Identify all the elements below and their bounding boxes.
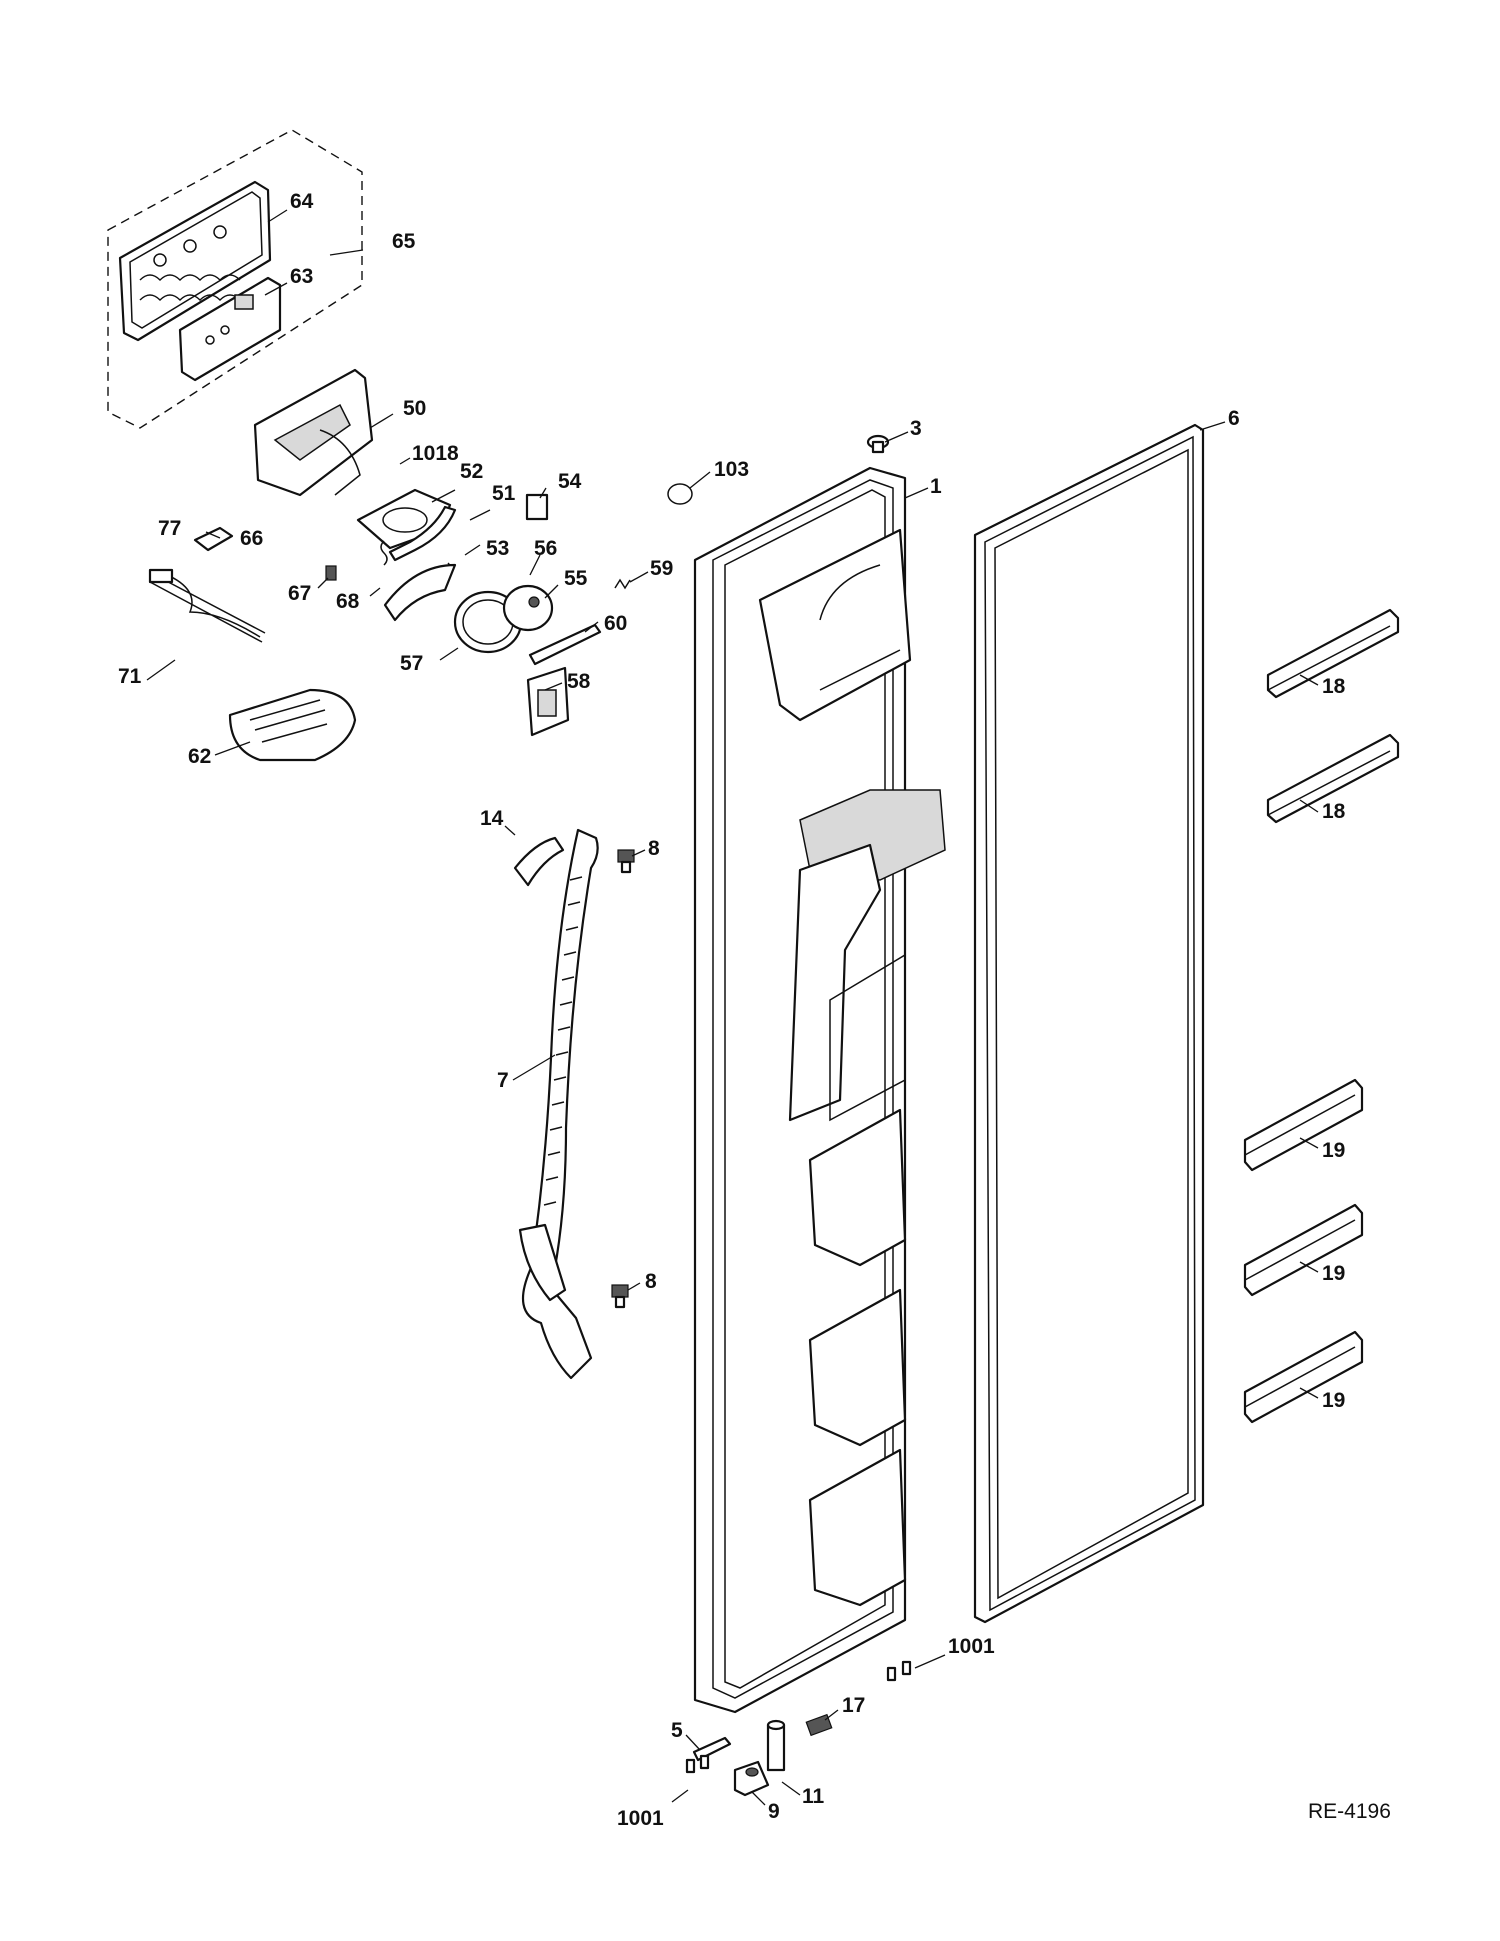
hinge-block-9 bbox=[733, 1760, 770, 1797]
callout-50: 50 bbox=[403, 397, 426, 420]
callout-6: 6 bbox=[1228, 407, 1240, 430]
callout-66: 66 bbox=[240, 527, 263, 550]
hinge-plate-5 bbox=[692, 1736, 732, 1762]
dispenser-control-assembly bbox=[107, 129, 363, 429]
handle-end-cap-14 bbox=[513, 836, 565, 887]
small-switch-66 bbox=[193, 526, 234, 552]
rail-19-c bbox=[1243, 1330, 1364, 1424]
callout-19-c: 19 bbox=[1322, 1389, 1345, 1412]
dispenser-recess bbox=[253, 368, 374, 497]
callout-59: 59 bbox=[650, 557, 673, 580]
callout-60: 60 bbox=[604, 612, 627, 635]
callout-55: 55 bbox=[564, 567, 588, 590]
handle-end-cap-lower bbox=[518, 1223, 567, 1302]
callout-64: 64 bbox=[290, 190, 314, 213]
screws-1001-right bbox=[886, 1660, 912, 1682]
callout-7: 7 bbox=[497, 1069, 509, 1092]
actuator-arm bbox=[388, 505, 457, 562]
callout-67: 67 bbox=[288, 582, 311, 605]
callout-65: 65 bbox=[392, 230, 416, 253]
callout-1001-right: 1001 bbox=[948, 1635, 995, 1658]
callout-58: 58 bbox=[567, 670, 591, 693]
wire-harness-71 bbox=[148, 568, 266, 643]
screw-8-upper bbox=[617, 849, 635, 874]
callout-9: 9 bbox=[768, 1800, 780, 1823]
callout-54: 54 bbox=[558, 470, 582, 493]
callout-1001-left: 1001 bbox=[617, 1807, 664, 1830]
callout-56: 56 bbox=[534, 537, 557, 560]
callout-8-upper: 8 bbox=[648, 837, 660, 860]
chute-door-flap bbox=[383, 563, 457, 622]
screw-8-lower bbox=[611, 1284, 629, 1309]
callout-63: 63 bbox=[290, 265, 313, 288]
callout-77: 77 bbox=[158, 517, 181, 540]
callout-8-lower: 8 bbox=[645, 1270, 657, 1293]
callout-5: 5 bbox=[671, 1719, 683, 1742]
callout-51: 51 bbox=[492, 482, 516, 505]
callout-103: 103 bbox=[714, 458, 749, 481]
callout-3: 3 bbox=[910, 417, 922, 440]
door-gasket bbox=[973, 423, 1205, 1624]
spring-59 bbox=[614, 578, 631, 590]
callout-68: 68 bbox=[336, 590, 360, 613]
handle-7 bbox=[521, 828, 599, 1380]
callout-62: 62 bbox=[188, 745, 211, 768]
valve-58 bbox=[526, 666, 570, 737]
rail-19-b bbox=[1243, 1203, 1364, 1297]
bracket-60 bbox=[528, 623, 602, 666]
callout-19-a: 19 bbox=[1322, 1139, 1345, 1162]
callout-53: 53 bbox=[486, 537, 509, 560]
control-board bbox=[178, 276, 282, 382]
switch-54 bbox=[525, 493, 549, 521]
callout-11: 11 bbox=[802, 1785, 825, 1808]
callout-19-b: 19 bbox=[1322, 1262, 1345, 1285]
callout-18-lower: 18 bbox=[1322, 800, 1346, 823]
hinge-bushing-3 bbox=[866, 434, 890, 454]
ring-103 bbox=[667, 483, 693, 505]
callout-labels: 64 65 63 50 1018 52 51 54 77 66 53 56 10… bbox=[118, 190, 1346, 1830]
screws-1001-left bbox=[685, 1754, 710, 1774]
solenoid-57-55-56 bbox=[453, 584, 554, 654]
callout-1018: 1018 bbox=[412, 442, 459, 465]
callout-57: 57 bbox=[400, 652, 423, 675]
callout-17: 17 bbox=[842, 1694, 865, 1717]
callout-71: 71 bbox=[118, 665, 142, 688]
leader-lines bbox=[146, 209, 1319, 1806]
screw-67 bbox=[325, 565, 337, 581]
rail-19-a bbox=[1243, 1078, 1364, 1172]
document-code: RE-4196 bbox=[1308, 1800, 1391, 1823]
drip-tray-62 bbox=[228, 688, 357, 762]
door-assembly bbox=[693, 466, 946, 1714]
hinge-pin-11 bbox=[766, 1719, 786, 1772]
control-panel-frame bbox=[118, 180, 272, 342]
callout-1: 1 bbox=[930, 475, 942, 498]
callout-18-upper: 18 bbox=[1322, 675, 1346, 698]
callout-14: 14 bbox=[480, 807, 504, 830]
callout-52: 52 bbox=[460, 460, 483, 483]
